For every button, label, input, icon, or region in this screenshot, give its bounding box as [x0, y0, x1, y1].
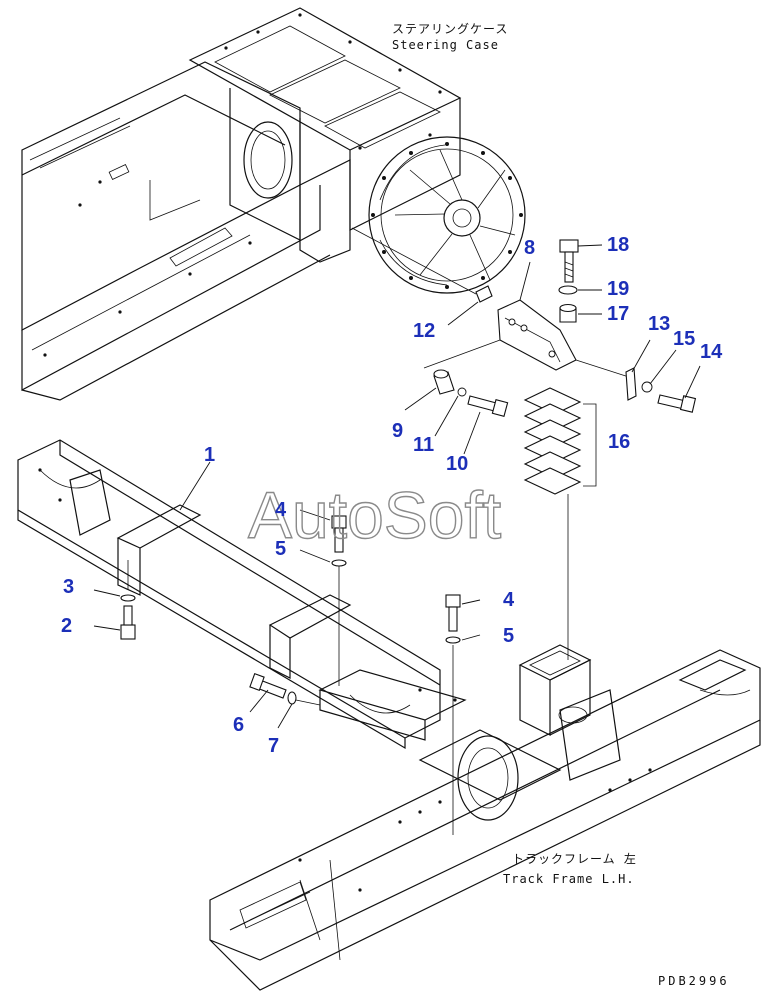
- callout-11: 11: [413, 434, 434, 456]
- callout-6: 6: [233, 714, 244, 736]
- callout-1: 1: [204, 444, 215, 466]
- bracket-assembly: [423, 239, 697, 660]
- callout-numbers: 1 2 3 4 5 4 5 6 7 8 9 10 11 12 13 14 15 …: [61, 234, 723, 757]
- drawing-code: PDB2996: [658, 974, 730, 988]
- callout-4a: 4: [275, 499, 287, 521]
- callout-2: 2: [61, 615, 72, 637]
- callout-8: 8: [524, 237, 535, 259]
- callout-9: 9: [392, 420, 403, 442]
- callout-5b: 5: [503, 625, 514, 647]
- steering-case-label-en: Steering Case: [392, 38, 499, 52]
- callout-5a: 5: [275, 538, 286, 560]
- callout-19: 19: [607, 278, 629, 300]
- equalizer-bar: [17, 439, 467, 750]
- callout-7: 7: [268, 735, 279, 757]
- steering-case: [21, 7, 526, 401]
- flange-bolt-holes: [371, 142, 523, 289]
- callout-3: 3: [63, 576, 74, 598]
- callout-10: 10: [446, 453, 468, 475]
- steering-case-label-jp: ステアリングケース: [392, 22, 508, 36]
- shim-stack: [523, 387, 582, 495]
- callout-12: 12: [413, 320, 435, 342]
- callout-4b: 4: [503, 589, 515, 611]
- callout-13: 13: [648, 313, 670, 335]
- callout-17: 17: [607, 303, 629, 325]
- leader-lines: [93, 244, 701, 729]
- callout-16: 16: [608, 431, 630, 453]
- callout-15: 15: [673, 328, 695, 350]
- watermark-text: AutoSoft: [248, 478, 501, 552]
- track-frame: [209, 594, 761, 991]
- callout-18: 18: [607, 234, 629, 256]
- track-frame-label-jp: トラックフレーム 左: [512, 851, 637, 866]
- housing-bolt-holes: [43, 13, 442, 357]
- track-frame-label-en: Track Frame L.H.: [503, 872, 635, 886]
- bolt-18: [559, 239, 579, 283]
- callout-14: 14: [700, 341, 723, 363]
